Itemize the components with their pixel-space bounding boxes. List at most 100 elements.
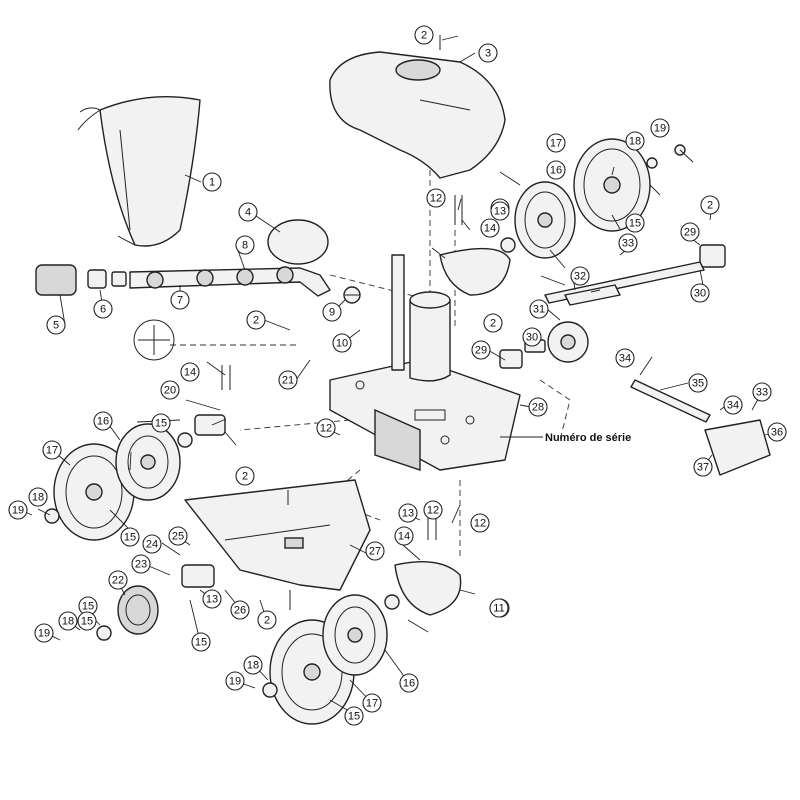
- callout-circle: [693, 457, 713, 477]
- callout-circle: [723, 395, 743, 415]
- callout-number: 13: [494, 206, 506, 218]
- callout-number: 27: [369, 546, 381, 558]
- callout-number: 14: [184, 367, 196, 379]
- callout-circle: [529, 299, 549, 319]
- wheels: [53, 138, 651, 725]
- callout-13: 13: [398, 503, 418, 523]
- callout-number: 15: [124, 532, 136, 544]
- callout-21: 21: [278, 370, 298, 390]
- callout-17: 17: [362, 693, 382, 713]
- callout-number: 17: [550, 138, 562, 150]
- callout-number: 2: [242, 471, 248, 483]
- callout-12: 12: [423, 500, 443, 520]
- serial-number-label: Numéro de série: [500, 432, 631, 444]
- callout-circle: [168, 526, 188, 546]
- callout-circle: [767, 422, 787, 442]
- callout-28: 28: [528, 397, 548, 417]
- callout-19: 19: [34, 623, 54, 643]
- callout-number: 12: [430, 193, 442, 205]
- callout-11: 11: [489, 598, 509, 618]
- callout-circle: [316, 418, 336, 438]
- callout-number: 6: [100, 304, 106, 316]
- callout-circle: [546, 133, 566, 153]
- callout-18: 18: [58, 611, 78, 631]
- callout-15: 15: [77, 611, 97, 631]
- callout-circle: [394, 526, 414, 546]
- callout-number: 7: [177, 295, 183, 307]
- callout-circle: [546, 160, 566, 180]
- callout-33: 33: [618, 233, 638, 253]
- callout-circle: [700, 195, 720, 215]
- wheel-front-right: [573, 138, 651, 232]
- callout-number: 34: [727, 400, 739, 412]
- callout-circle: [28, 487, 48, 507]
- callout-23: 23: [131, 554, 151, 574]
- part-axle-mounts: [181, 244, 726, 588]
- callout-number: 2: [253, 315, 259, 327]
- callout-7: 7: [170, 290, 190, 310]
- callout-circle: [235, 235, 255, 255]
- callout-circle: [202, 172, 222, 192]
- callout-16: 16: [93, 411, 113, 431]
- callout-37: 37: [693, 457, 713, 477]
- callout-20: 20: [160, 380, 180, 400]
- callout-circle: [362, 693, 382, 713]
- callout-circle: [108, 570, 128, 590]
- callout-22: 22: [108, 570, 128, 590]
- callout-number: 20: [164, 385, 176, 397]
- callout-15: 15: [120, 527, 140, 547]
- callout-number: 18: [629, 136, 641, 148]
- callout-26: 26: [230, 600, 250, 620]
- callout-number: 8: [242, 240, 248, 252]
- callout-number: 21: [282, 375, 294, 387]
- callout-circle: [278, 370, 298, 390]
- callout-number: 12: [427, 505, 439, 517]
- callout-number: 10: [336, 338, 348, 350]
- callout-number: 18: [62, 616, 74, 628]
- callout-number: 14: [484, 223, 496, 235]
- part-flap-upper: [439, 247, 511, 296]
- part-plate: [564, 284, 621, 306]
- wheel-hub-bottom: [322, 594, 388, 676]
- callout-circle: [46, 315, 66, 335]
- callout-number: 28: [532, 402, 544, 414]
- callout-circle: [180, 362, 200, 382]
- callout-circle: [423, 500, 443, 520]
- callout-circle: [470, 513, 490, 533]
- callout-number: 9: [329, 307, 335, 319]
- callout-circle: [490, 201, 510, 221]
- callout-number: 32: [574, 271, 586, 283]
- callout-number: 5: [53, 320, 59, 332]
- callout-circle: [77, 611, 97, 631]
- callout-12: 12: [316, 418, 336, 438]
- callout-number: 14: [398, 531, 410, 543]
- callout-24: 24: [142, 534, 162, 554]
- callout-36: 36: [767, 422, 787, 442]
- callout-4: 4: [238, 202, 258, 222]
- callout-14: 14: [480, 218, 500, 238]
- callout-30: 30: [690, 283, 710, 303]
- callout-circle: [170, 290, 190, 310]
- callout-circle: [690, 283, 710, 303]
- callout-29: 29: [680, 222, 700, 242]
- callout-number: 26: [234, 605, 246, 617]
- callout-2: 2: [483, 313, 503, 333]
- callout-number: 35: [692, 378, 704, 390]
- callout-circle: [225, 671, 245, 691]
- callout-circle: [243, 655, 263, 675]
- callout-number: 3: [485, 48, 491, 60]
- callout-circle: [650, 118, 670, 138]
- callout-number: 2: [490, 318, 496, 330]
- callout-2: 2: [246, 310, 266, 330]
- callout-circle: [399, 673, 419, 693]
- callout-15: 15: [344, 706, 364, 726]
- wheel-hub-right: [514, 181, 576, 259]
- callout-number: 12: [474, 518, 486, 530]
- callout-number: 30: [526, 332, 538, 344]
- callout-number: 29: [684, 227, 696, 239]
- callout-circle: [344, 706, 364, 726]
- callout-circle: [191, 632, 211, 652]
- callout-number: 13: [402, 508, 414, 520]
- part-swivel: [343, 286, 361, 304]
- callout-circle: [570, 266, 590, 286]
